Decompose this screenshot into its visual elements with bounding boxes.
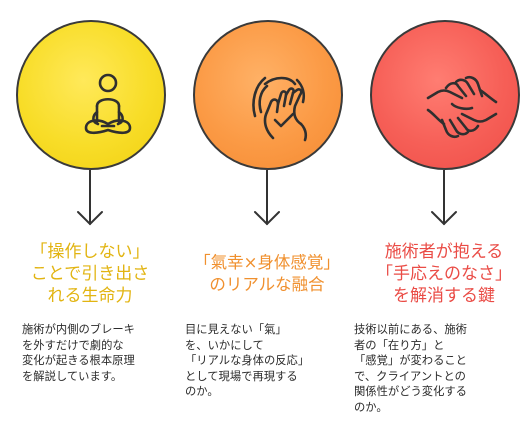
desc-line: で、クライアントとの [354, 369, 466, 383]
desc-line: 「感覚」が変わること [354, 354, 467, 368]
column-title: 施術者が抱える 「手応えのなさ」 を解消する鍵 [358, 241, 530, 307]
energy-hand-icon [252, 76, 308, 142]
desc-line: 者の「在り方」と [354, 338, 445, 352]
desc-line: 施術が内側のブレーキ [22, 323, 135, 336]
down-arrow-icon [77, 170, 103, 226]
down-arrow-icon [431, 170, 457, 226]
desc-line: 関係性がどう変化する [354, 385, 467, 399]
orange-circle [193, 20, 343, 170]
column-ki-body-sense: 「氣幸×身体感覚」 のリアルな融合 目に見えない「氣」 を、いかにして 「リアル… [177, 0, 354, 444]
desc-line: を外すだけで劇的な [22, 338, 124, 352]
desc-line: 変化が起きる根本原理 [22, 354, 135, 368]
desc-line: のか。 [185, 385, 219, 399]
column-description: 施術が内側のブレーキ を外すだけで劇的な 変化が起きる根本原理 を解説しています… [22, 322, 174, 384]
title-line: のリアルな融合 [209, 275, 325, 294]
yellow-circle [16, 20, 166, 170]
column-title: 「氣幸×身体感覚」 のリアルな融合 [181, 252, 353, 296]
red-circle [370, 20, 520, 170]
meditation-person-icon [84, 73, 132, 135]
desc-line: を、いかにして [185, 338, 264, 352]
title-line: ことで引き出さ [30, 264, 150, 284]
desc-line: 「リアルな身体の反応」 [185, 354, 310, 368]
desc-line: 目に見えない「氣」 [185, 323, 287, 336]
title-line: 「氣幸×身体感覚」 [194, 253, 340, 272]
down-arrow-icon [254, 170, 280, 226]
column-description: 目に見えない「氣」 を、いかにして 「リアルな身体の反応」 として現場で再現する… [185, 322, 345, 400]
desc-line: を解説しています。 [22, 369, 123, 383]
interlocking-hands-icon [426, 75, 498, 139]
title-line: を解消する鍵 [393, 286, 495, 306]
column-practitioner-feel: 施術者が抱える 「手応えのなさ」 を解消する鍵 技術以前にある、施術 者の「在り… [354, 0, 531, 444]
column-description: 技術以前にある、施術 者の「在り方」と 「感覚」が変わること で、クライアントと… [354, 322, 522, 416]
column-title: 「操作しない」 ことで引き出さ れる生命力 [4, 241, 176, 307]
title-line: 「手応えのなさ」 [376, 264, 512, 284]
title-line: 施術者が抱える [384, 242, 504, 262]
title-line: 「操作しない」 [30, 242, 150, 262]
title-line: れる生命力 [47, 286, 133, 306]
desc-line: として現場で再現する [185, 369, 298, 383]
desc-line: のか。 [354, 400, 388, 414]
desc-line: 技術以前にある、施術 [354, 323, 467, 336]
column-life-force: 「操作しない」 ことで引き出さ れる生命力 施術が内側のブレーキ を外すだけで劇… [0, 0, 177, 444]
